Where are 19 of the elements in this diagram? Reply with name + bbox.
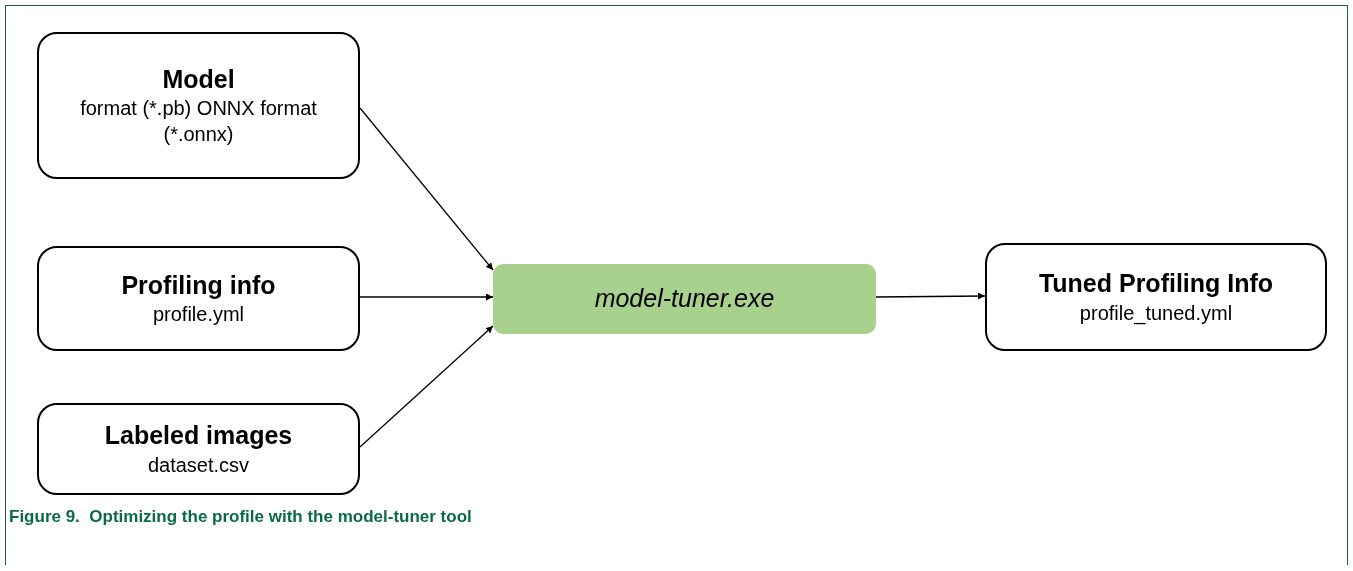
node-title: Tuned Profiling Info bbox=[1038, 268, 1274, 300]
arrow bbox=[359, 107, 494, 271]
arrow bbox=[359, 293, 494, 301]
rounded-box bbox=[37, 403, 360, 495]
node-text: profile_tuned.yml bbox=[1079, 300, 1233, 326]
process-box bbox=[493, 264, 876, 334]
node-title: model-tuner.exe bbox=[594, 283, 775, 315]
node-text: profile.yml bbox=[152, 302, 245, 328]
node-text: format (*.pb) ONNX format (*.onnx) bbox=[79, 96, 318, 148]
node-text: dataset.csv bbox=[147, 452, 250, 478]
figure-caption: Figure 9. Optimizing the profile with the model-tuner tool bbox=[9, 507, 472, 527]
rounded-box bbox=[985, 243, 1327, 351]
rounded-box bbox=[37, 246, 360, 351]
arrow bbox=[359, 325, 494, 448]
node-title: Model bbox=[162, 63, 235, 95]
node-title: Labeled images bbox=[104, 420, 293, 452]
arrow bbox=[875, 292, 986, 300]
node-title: Profiling info bbox=[121, 269, 276, 301]
rounded-box bbox=[37, 32, 360, 179]
